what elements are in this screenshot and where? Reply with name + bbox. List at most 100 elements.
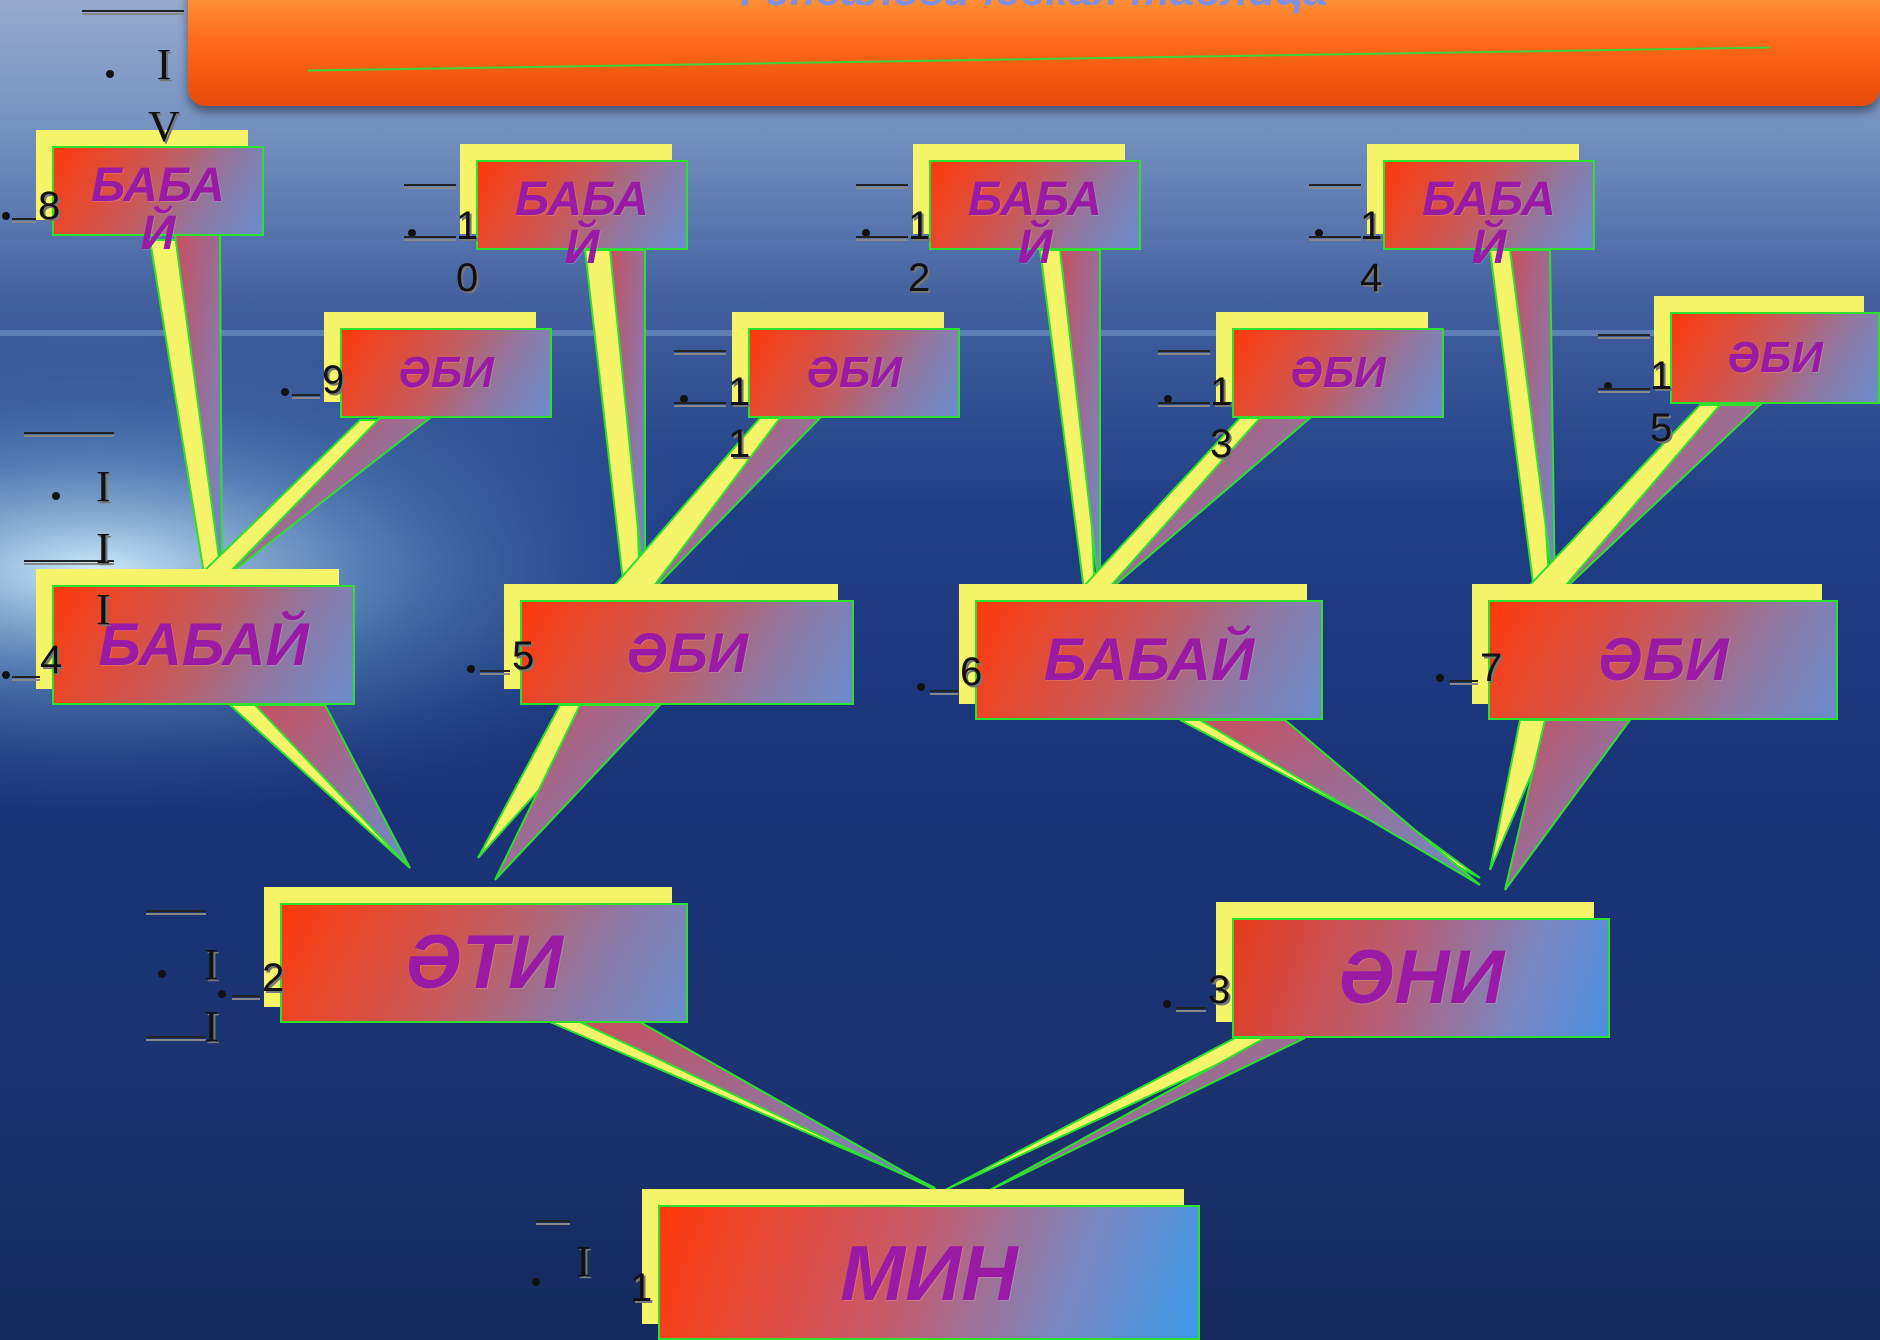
node-eni: ӘНИ [1216,902,1610,1038]
underline [12,218,36,220]
underline [1450,680,1478,682]
connector-5-2b [494,704,663,881]
node-10: БАБА Й [460,144,688,272]
underline [674,350,726,352]
bullet-dot [532,1278,540,1286]
node-number-12: 1 2 [908,204,931,300]
bullet-dot [467,665,475,673]
node-number-13: 1 3 [1210,370,1233,466]
bullet-dot [2,212,10,220]
underline [24,560,114,562]
node-14: БАБА Й [1367,144,1595,272]
generation-2-marker: I I [204,940,219,1051]
node-face: ӘБИ [520,600,854,705]
connector-3-1b [989,1037,1306,1191]
underline [146,1036,206,1038]
underline [856,184,908,186]
node-label: ӘНИ [1337,935,1505,1020]
node-label: ӘБИ [1290,348,1386,397]
node-number-11: 1 1 [728,370,751,466]
node-label: БАБАЙ [1043,626,1255,693]
underline [1158,350,1210,352]
node-number-14: 1 4 [1360,204,1383,300]
node-face: ӘБИ [1232,328,1444,418]
node-6: БАБАЙ [959,584,1323,720]
underline [856,236,908,238]
bullet-dot [1315,229,1323,237]
bullet-dot [281,388,289,396]
node-15: ӘБИ [1654,296,1880,404]
bullet-dot [52,492,60,500]
node-face: ӘТИ [280,903,688,1023]
generation-1-marker: I [576,1237,591,1286]
underline [24,432,114,434]
node-face: БАБАЙ [52,585,355,705]
bullet-dot [158,970,166,978]
node-4: БАБАЙ [36,569,355,705]
node-label: МИН [840,1228,1018,1317]
underline [1309,184,1361,186]
node-7: ӘБИ [1472,584,1838,720]
node-9: ӘБИ [324,312,552,418]
node-label: ӘТИ [405,920,563,1005]
generation-3-marker: I I I [96,462,111,635]
underline [1176,1007,1206,1009]
underline [536,1220,570,1222]
bullet-dot [1436,674,1444,682]
connector-10-5b [608,249,646,599]
node-face: ӘБИ [1488,600,1838,720]
page-title: Генеалогическая таблица [188,0,1880,16]
node-label: ӘБИ [626,620,748,684]
connector-7-3b [1504,719,1632,891]
underline [480,670,510,672]
node-number-8: 8 [38,184,61,228]
node-face: БАБАЙ [975,600,1323,720]
connector-2-1b [579,1021,941,1193]
node-13: ӘБИ [1216,312,1444,418]
node-11: ӘБИ [732,312,960,418]
bullet-dot [1163,1000,1171,1008]
node-face: ӘБИ [1670,312,1880,404]
node-face: МИН [658,1205,1200,1340]
underline [1309,236,1361,238]
node-12: БАБА Й [913,144,1141,272]
connector-15-7b [1554,404,1763,599]
node-face: БАБА Й [52,146,264,258]
bullet-dot [2,671,10,679]
node-label: БАБАЙ [98,611,309,678]
node-face: ӘБИ [748,328,960,418]
bullet-dot [680,395,688,403]
bullet-dot [1604,382,1612,390]
bullet-dot [218,990,226,998]
node-label: БАБА Й [968,173,1102,274]
connector-14-7b [1508,249,1556,599]
node-label: ӘБИ [1727,333,1823,382]
node-label: ӘБИ [398,348,494,397]
underline [146,910,206,912]
generation-4-marker: I V [148,40,180,151]
connector-11-5b [644,417,823,599]
underline [1598,334,1650,336]
node-label: ӘБИ [1597,626,1729,693]
node-5: ӘБИ [504,584,854,705]
connector-13-6b [1099,417,1313,599]
underline [12,676,40,678]
bullet-dot [917,683,925,691]
connector-3-1 [944,1037,1276,1191]
connector-9-4b [221,417,433,581]
node-face: ӘБИ [340,328,552,418]
bullet-dot [408,229,416,237]
underline [930,690,958,692]
node-min: МИН [642,1189,1200,1340]
node-number-2: 2 [262,956,285,1000]
underline [674,402,726,404]
node-number-15: 1 5 [1650,354,1673,450]
node-face: БАБА Й [929,160,1141,272]
node-number-6: 6 [960,650,983,694]
node-number-3: 3 [1208,968,1231,1012]
node-eti: ӘТИ [264,887,688,1023]
node-8: БАБА Й [36,130,264,258]
bullet-dot [106,70,114,78]
underline [404,236,456,238]
